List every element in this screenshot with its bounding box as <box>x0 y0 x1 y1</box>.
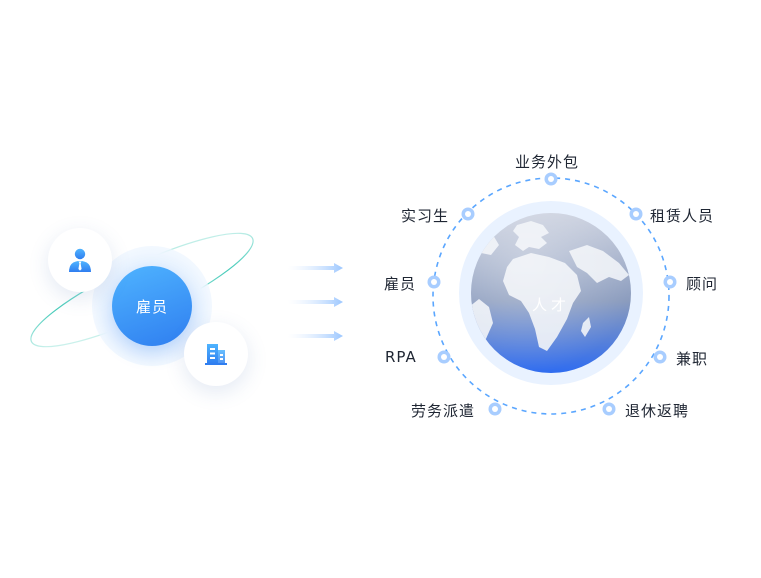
ring-node-icon <box>437 350 451 364</box>
category-label: 退休返聘 <box>625 402 690 420</box>
employee-core: 雇员 <box>112 266 192 346</box>
ring-node-icon <box>629 207 643 221</box>
category-label: 顾问 <box>686 275 719 293</box>
ring-node-icon <box>602 402 616 416</box>
ring-node-icon <box>544 172 558 186</box>
ring-node-icon <box>461 207 475 221</box>
category-label: 业务外包 <box>515 153 580 171</box>
employee-cluster: 雇员 <box>0 0 330 578</box>
flow-arrow-icon <box>288 297 343 307</box>
ring-node-icon <box>427 275 441 289</box>
category-label: 租赁人员 <box>650 207 715 225</box>
ring-node-icon <box>663 275 677 289</box>
talent-globe: 人才 <box>441 183 661 403</box>
category-label: 实习生 <box>401 207 450 225</box>
category-label: 兼职 <box>676 350 709 368</box>
category-label: 劳务派遣 <box>411 402 476 420</box>
person-bubble <box>48 228 112 292</box>
category-label: RPA <box>385 348 417 366</box>
person-icon <box>69 248 91 272</box>
building-icon <box>205 344 227 365</box>
talent-label: 人才 <box>531 296 570 314</box>
category-label: 雇员 <box>384 275 417 293</box>
ring-node-icon <box>488 402 502 416</box>
employee-label: 雇员 <box>135 297 168 316</box>
ring-node-icon <box>653 350 667 364</box>
globe-icon <box>471 213 631 373</box>
building-bubble <box>184 322 248 386</box>
flow-arrow-icon <box>288 263 343 273</box>
flow-arrow-icon <box>288 331 343 341</box>
